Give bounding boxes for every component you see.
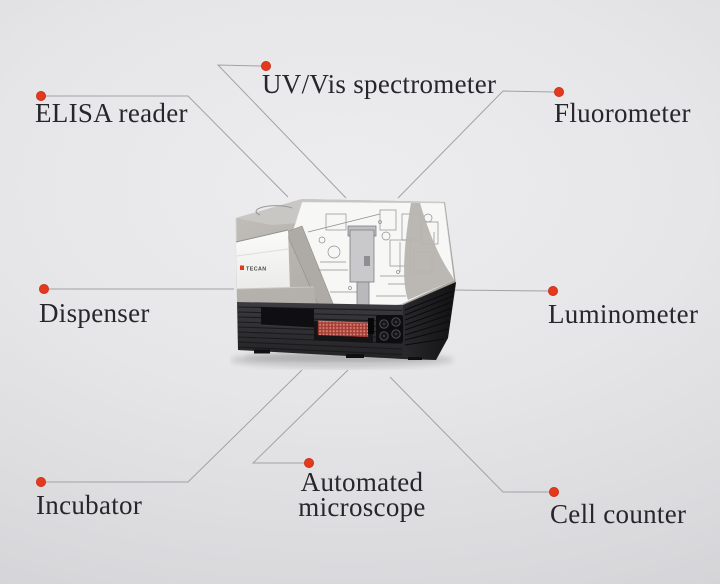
instrument-front-panel: TECAN: [235, 229, 316, 304]
dot-luminometer: [548, 285, 559, 296]
base-foot: [254, 349, 270, 354]
dot-incubator: [36, 476, 47, 487]
label-text: UV/Vis spectrometer: [262, 69, 497, 99]
instrument-cutaway: [285, 201, 455, 310]
label-text: Fluorometer: [554, 98, 691, 128]
label-cell-counter: Cell counter: [550, 499, 686, 530]
label-elisa-reader: ELISA reader: [35, 98, 188, 129]
connector-port: [368, 318, 374, 334]
dot-fluorometer: [554, 87, 565, 98]
label-uvvis-spectrometer: UV/Vis spectrometer: [262, 69, 496, 100]
label-text: Luminometer: [548, 299, 699, 329]
label-incubator: Incubator: [36, 490, 142, 521]
dot-elisa-reader: [36, 91, 47, 102]
dot-cell-counter: [549, 486, 560, 497]
connector-elisa-reader: [46, 95, 289, 198]
tecan-logo-text: TECAN: [246, 267, 267, 273]
tecan-logo-mark: [240, 265, 244, 270]
base-foot: [408, 357, 422, 360]
instrument-illustration: TECAN: [230, 199, 456, 368]
label-text-line2: microscope: [298, 492, 426, 522]
control-buttons: [368, 315, 403, 343]
label-text: Cell counter: [550, 499, 687, 529]
dot-uvvis-spectrometer: [260, 61, 271, 72]
microplate: [314, 320, 373, 343]
tecan-logo: TECAN: [240, 265, 267, 273]
connector-incubator: [46, 369, 303, 483]
base-foot: [346, 354, 364, 358]
plate-wells: [318, 321, 368, 337]
connector-luminometer: [451, 289, 549, 292]
label-text: ELISA reader: [35, 98, 188, 128]
dot-dispenser: [39, 283, 50, 294]
label-text-line1: Automated: [300, 467, 424, 497]
label-text: Incubator: [36, 490, 143, 520]
label-text: Dispenser: [39, 298, 150, 328]
connector-uvvis-spectrometer: [216, 64, 347, 199]
connector-fluorometer: [397, 90, 555, 199]
label-dispenser: Dispenser: [39, 298, 150, 329]
dot-automated-microscope: [303, 457, 314, 468]
label-luminometer: Luminometer: [548, 299, 698, 330]
label-automated-microscope: Automated microscope: [292, 467, 432, 522]
label-fluorometer: Fluorometer: [554, 98, 691, 129]
connector-cell-counter: [389, 376, 549, 493]
connector-automated-microscope: [251, 369, 349, 464]
front-opening: [261, 307, 314, 328]
front-gray-band: [237, 287, 316, 304]
